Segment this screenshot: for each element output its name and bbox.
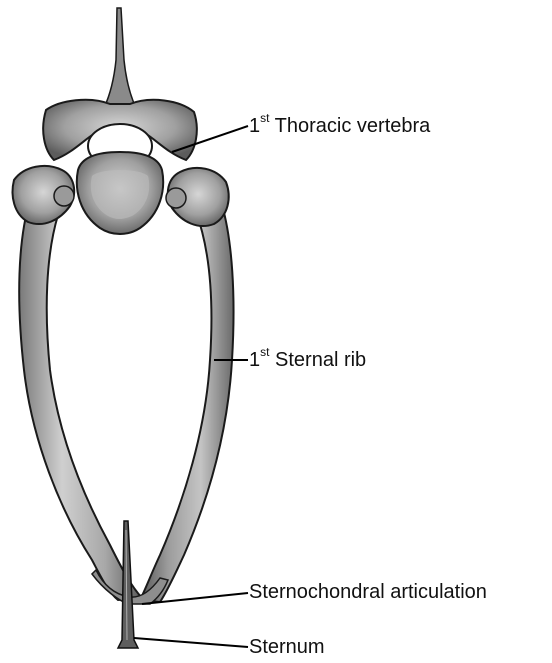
label-first-thoracic-vertebra: 1st Thoracic vertebra xyxy=(249,116,430,136)
label-sternum: Sternum xyxy=(249,637,325,657)
label-sternochondral-articulation: Sternochondral articulation xyxy=(249,582,487,602)
label-vertebra-text: Thoracic vertebra xyxy=(269,115,430,137)
right-sternal-rib xyxy=(140,205,234,602)
spinous-process xyxy=(104,8,136,108)
label-rib-text: Sternal rib xyxy=(269,349,366,371)
label-first-sternal-rib: 1st Sternal rib xyxy=(249,350,366,370)
label-rib-number: 1 xyxy=(249,349,260,371)
label-vertebra-ordinal: st xyxy=(260,111,269,125)
right-costal-facet xyxy=(166,188,186,208)
leader-line-sternum xyxy=(134,638,248,647)
label-rib-ordinal: st xyxy=(260,345,269,359)
left-costal-facet xyxy=(54,186,74,206)
label-vertebra-number: 1 xyxy=(249,115,260,137)
